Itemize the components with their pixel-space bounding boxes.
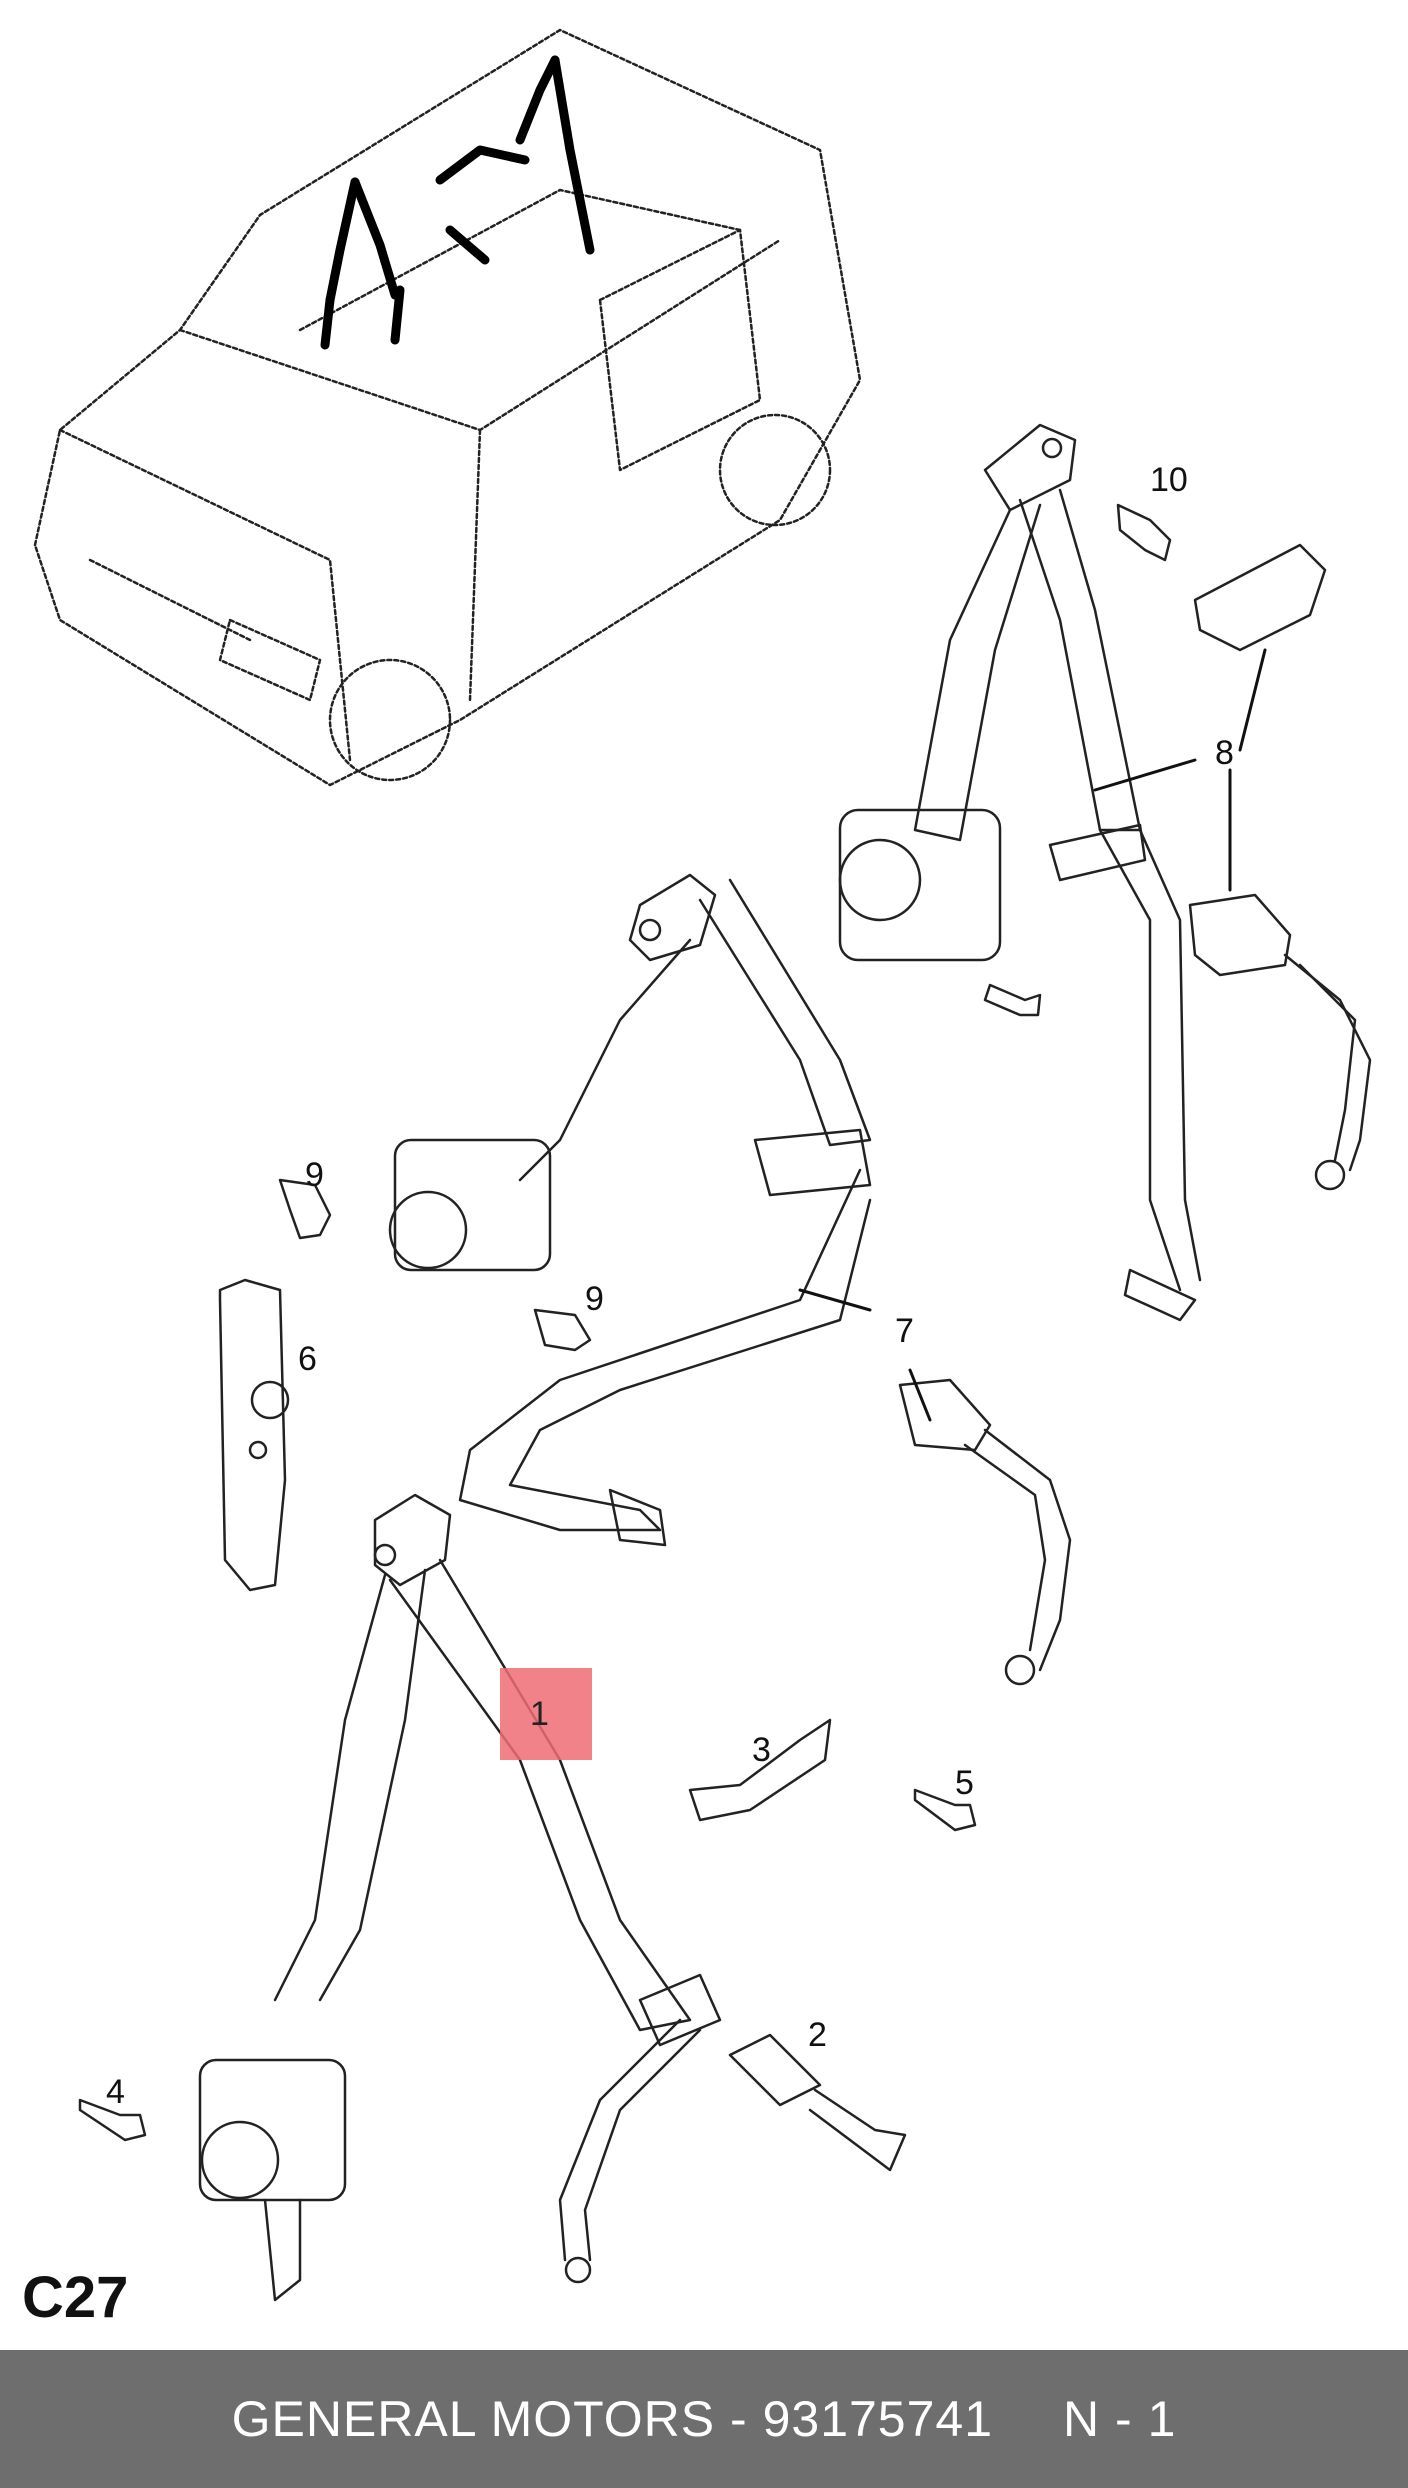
part-8-buckle: [1188, 893, 1372, 1191]
screw-part-8: [983, 983, 1042, 1017]
part-10-bolt-cover: [1116, 503, 1327, 652]
part-6-plate: [218, 1278, 290, 1592]
callout-9a: 9: [305, 1156, 324, 1194]
callout-7: 7: [895, 1312, 914, 1350]
leader-lines: [798, 648, 1267, 1422]
footer-brand: GENERAL MOTORS: [231, 2391, 716, 2447]
footer-separator: -: [730, 2391, 748, 2447]
part-1-front-belt: [198, 1493, 722, 2302]
callout-4: 4: [106, 2073, 125, 2111]
part-5-screw: [913, 1788, 977, 1832]
footer-part-number: 93175741: [762, 2391, 994, 2447]
part-7-middle-belt: [388, 873, 1072, 1686]
callout-6: 6: [298, 1340, 317, 1378]
part-3-bracket: [688, 1718, 832, 1822]
vehicle-illustration: [33, 28, 862, 787]
footer-bar: GENERAL MOTORS - 93175741 N - 1: [0, 2350, 1408, 2488]
page-code: C27: [22, 2265, 129, 2330]
callout-10: 10: [1150, 461, 1188, 499]
bolt-part-9-b: [533, 1308, 592, 1352]
callout-8: 8: [1215, 734, 1234, 772]
footer-position: N - 1: [1063, 2391, 1177, 2447]
callout-1: 1: [530, 1695, 549, 1733]
callout-3: 3: [752, 1731, 771, 1769]
callout-5: 5: [955, 1764, 974, 1802]
seatbelt-parts-diagram: [33, 28, 1372, 2302]
bolt-part-9-a: [278, 1178, 332, 1240]
callout-9b: 9: [585, 1280, 604, 1318]
highlighted-part-callout[interactable]: 1: [500, 1668, 592, 1760]
part-8-rear-belt: [838, 423, 1202, 1322]
part-2-buckle: [728, 2033, 907, 2172]
callout-2: 2: [808, 2016, 827, 2054]
belt-routing-marks: [320, 55, 595, 350]
part-4-screw: [78, 2098, 147, 2142]
